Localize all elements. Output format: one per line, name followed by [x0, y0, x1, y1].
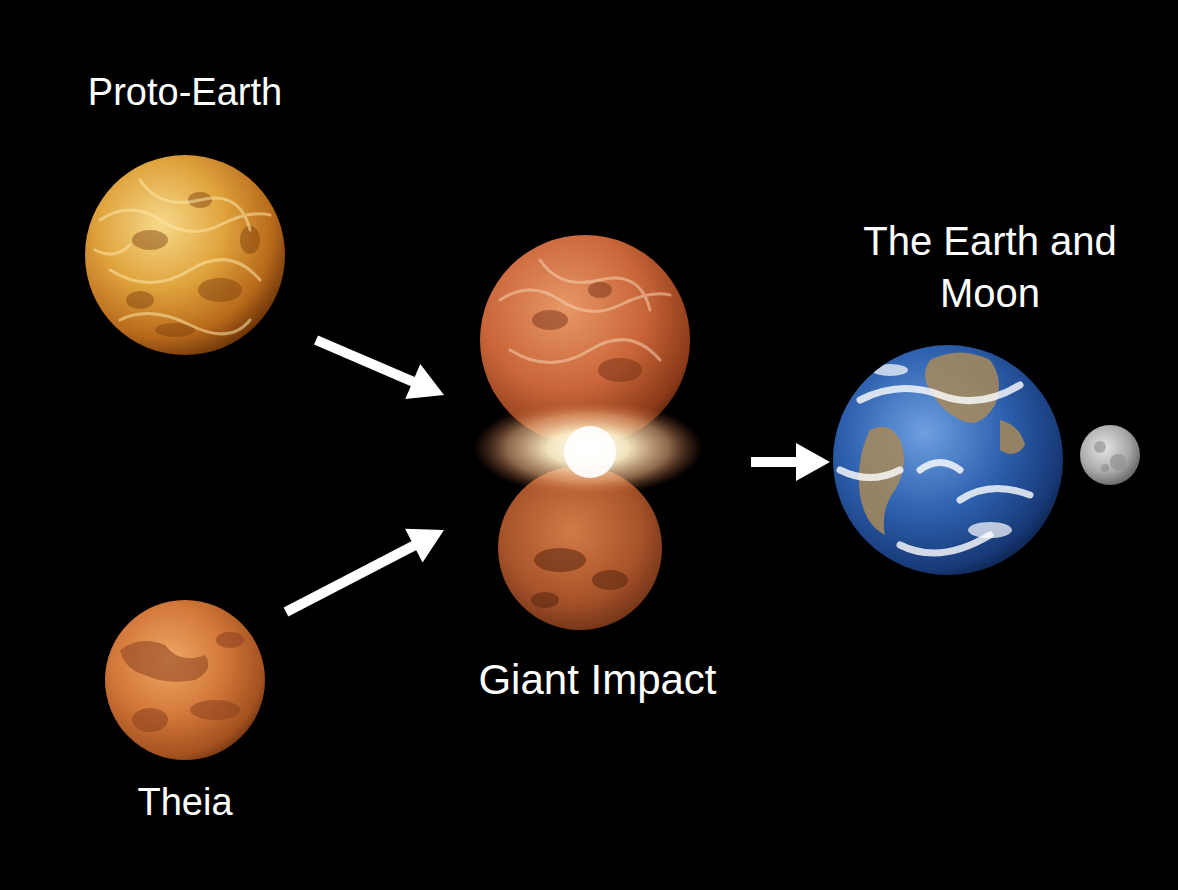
proto-earth-planet	[85, 155, 285, 355]
planet-surface	[840, 353, 1030, 554]
arrow-shaft	[751, 457, 798, 467]
planet-surface	[531, 548, 628, 608]
arrow-head	[405, 529, 444, 563]
arrow-head	[796, 443, 830, 481]
flow-arrow	[316, 340, 444, 399]
arrow-head	[405, 364, 444, 399]
arrow-shaft	[286, 545, 416, 612]
impact-flash	[473, 400, 703, 496]
moon-disc	[1080, 425, 1140, 485]
moon-craters	[1094, 441, 1126, 472]
flow-arrow	[751, 443, 830, 481]
node-label: Giant Impact	[444, 653, 751, 708]
planet-disc	[833, 345, 1063, 575]
impact-node: Giant Impact	[444, 245, 751, 725]
planet-node: Theia	[84, 590, 286, 840]
theia-planet	[105, 600, 265, 760]
arrow-shaft	[316, 340, 415, 382]
planet-disc	[105, 600, 265, 760]
moon	[1080, 425, 1140, 485]
planet-surface	[95, 180, 270, 337]
node-label: Theia	[84, 778, 286, 827]
impact-illustration	[473, 235, 703, 630]
planet-node: The Earth and Moon	[830, 205, 1150, 590]
planet-surface	[500, 260, 670, 382]
planet-node: Proto-Earth	[54, 60, 316, 365]
node-label: The Earth and Moon	[840, 215, 1140, 319]
node-label: Proto-Earth	[54, 68, 316, 117]
planet-surface	[120, 632, 244, 732]
impact-core	[564, 426, 616, 478]
flow-arrow	[286, 529, 444, 612]
earth-planet	[833, 345, 1063, 575]
planet-disc	[85, 155, 285, 355]
